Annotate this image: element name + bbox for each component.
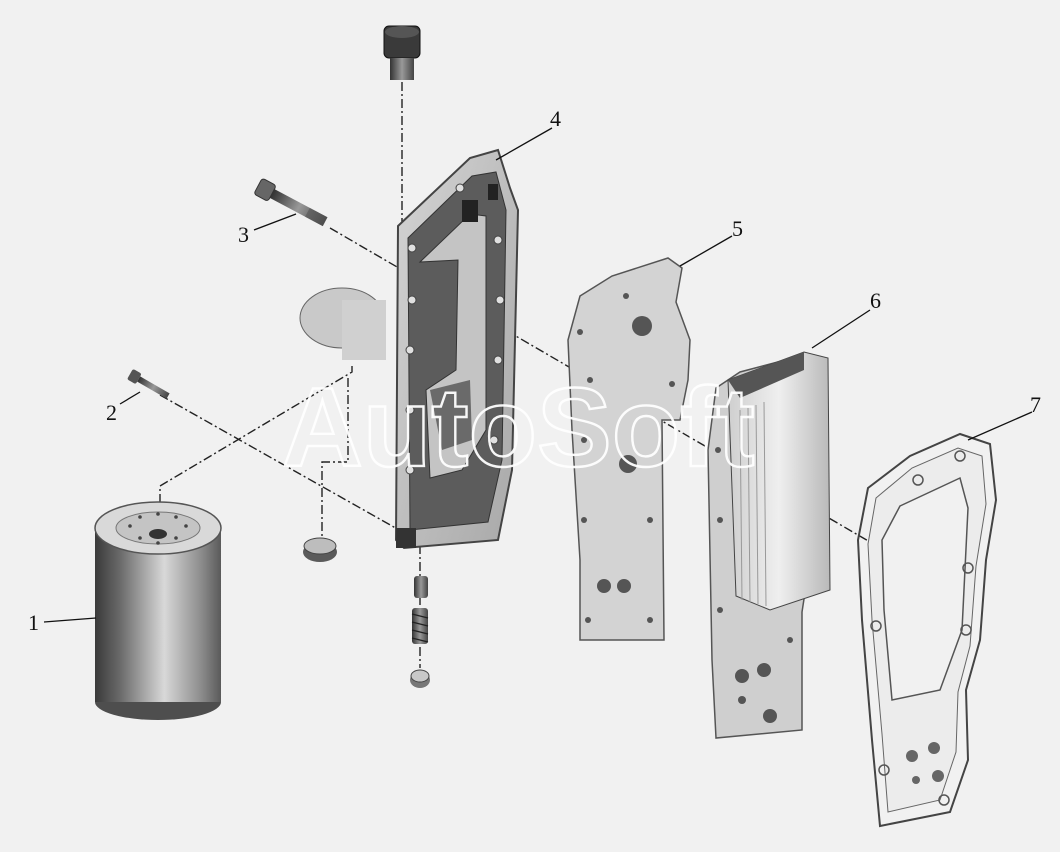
oil-filter	[94, 501, 222, 720]
callout-1: 1	[28, 610, 39, 635]
callout-2: 2	[106, 400, 117, 425]
cooler-outer-gasket	[856, 432, 998, 828]
callout-3: 3	[238, 222, 249, 247]
plug-bolt	[383, 25, 421, 80]
watermark-text: AutoSoft	[282, 365, 755, 490]
callout-leader-lines	[43, 127, 1033, 623]
callout-5: 5	[732, 216, 743, 241]
oil-cooler	[707, 351, 831, 739]
callout-6: 6	[870, 288, 881, 313]
long-bolt	[254, 178, 328, 227]
cooler-gasket-plate	[567, 257, 691, 641]
valve-spring	[411, 576, 429, 644]
filter-head-housing	[299, 148, 520, 550]
small-plug-left	[303, 537, 337, 562]
small-plug-bottom	[410, 669, 430, 688]
small-bolt	[127, 369, 170, 399]
callout-7: 7	[1030, 392, 1041, 417]
callout-4: 4	[550, 106, 561, 131]
